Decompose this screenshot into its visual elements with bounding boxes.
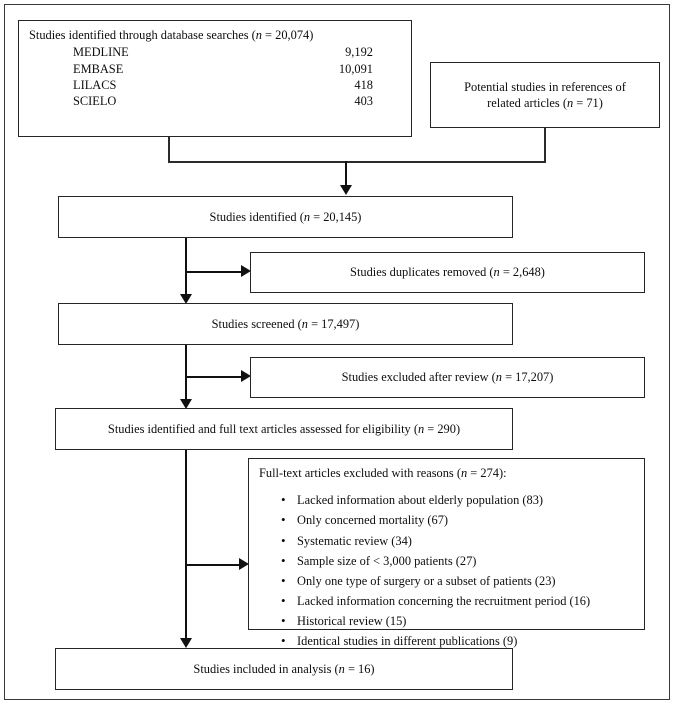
table-row: MEDLINE 9,192 [73, 44, 373, 60]
box-references-count: = 71) [573, 96, 603, 110]
connector-bracket-stem [345, 161, 347, 187]
connector-drop-right [544, 128, 546, 162]
source-counts-table: MEDLINE 9,192 EMBASE 10,091 LILACS 418 S… [73, 44, 373, 109]
box-references-line2: related articles (n = 71) [464, 95, 626, 111]
list-item: Historical review (15) [281, 610, 634, 631]
source-name: LILACS [73, 77, 117, 92]
arrow-into-eligibility [180, 399, 192, 409]
box-references-text: Potential studies in references of relat… [464, 79, 626, 112]
arrow-into-identified [340, 185, 352, 195]
arrow-into-reasons [239, 558, 249, 570]
source-count: 10,091 [338, 61, 373, 76]
arrow-into-included [180, 638, 192, 648]
box-studies-included-count: = 16) [344, 661, 375, 676]
box-duplicates-removed-count: = 2,648) [499, 265, 545, 280]
list-item: Only one type of surgery or a subset of … [281, 570, 634, 591]
box-studies-screened-text: Studies screened (n = 17,497) [212, 316, 360, 332]
box-references-line2-pre: related articles ( [487, 96, 567, 110]
n-italic: n [338, 661, 345, 676]
source-name: EMBASE [73, 61, 124, 76]
arrow-into-duplicates [241, 265, 251, 277]
box-studies-screened: Studies screened (n = 17,497) [58, 303, 513, 345]
table-row: EMBASE 10,091 [73, 61, 373, 77]
box-database-search-title-text: Studies identified through database sear… [29, 28, 256, 42]
box-studies-included-text: Studies included in analysis (n = 16) [193, 661, 374, 677]
connector-branch-duplicates [185, 271, 243, 273]
box-excluded-with-reasons-heading-pre: Full-text articles excluded with reasons… [259, 466, 461, 480]
list-item: Sample size of < 3,000 patients (27) [281, 550, 634, 571]
connector-branch-excluded-review [185, 376, 243, 378]
box-excluded-with-reasons-count: = 274): [467, 466, 507, 480]
connector-drop-left [168, 137, 170, 162]
box-duplicates-removed-pre: Studies duplicates removed ( [350, 265, 494, 280]
box-duplicates-removed-text: Studies duplicates removed (n = 2,648) [350, 264, 545, 280]
box-database-search: Studies identified through database sear… [18, 20, 412, 137]
arrow-into-excluded-review [241, 370, 251, 382]
list-item: Lacked information about elderly populat… [281, 489, 634, 510]
connector-stem-identified-to-screened [185, 238, 187, 302]
list-item: Only concerned mortality (67) [281, 509, 634, 530]
box-studies-identified: Studies identified (n = 20,145) [58, 196, 513, 238]
box-eligibility-text: Studies identified and full text article… [108, 421, 460, 437]
list-item: Identical studies in different publicati… [281, 630, 634, 651]
n-italic: n [566, 96, 574, 110]
page-frame [4, 4, 670, 700]
source-count: 418 [354, 77, 373, 92]
list-item: Lacked information concerning the recrui… [281, 590, 634, 611]
list-item: Systematic review (34) [281, 530, 634, 551]
connector-stem-eligibility-to-included [185, 450, 187, 646]
table-row: LILACS 418 [73, 77, 373, 93]
box-studies-included-pre: Studies included in analysis ( [193, 661, 339, 676]
connector-bracket-horizontal [168, 161, 546, 163]
connector-branch-reasons [185, 564, 241, 566]
box-excluded-after-review-text: Studies excluded after review (n = 17,20… [342, 369, 554, 385]
box-excluded-with-reasons: Full-text articles excluded with reasons… [248, 458, 645, 651]
box-studies-identified-count: = 20,145) [310, 209, 362, 224]
box-references-line1: Potential studies in references of [464, 79, 626, 94]
box-excluded-with-reasons-heading: Full-text articles excluded with reasons… [259, 465, 634, 481]
arrow-into-screened [180, 294, 192, 304]
box-studies-included: Studies included in analysis (n = 16) [55, 648, 513, 690]
box-excluded-after-review-count: = 17,207) [501, 370, 554, 385]
source-name: MEDLINE [73, 45, 129, 60]
box-eligibility: Studies identified and full text article… [55, 408, 513, 450]
exclusion-reasons-list: Lacked information about elderly populat… [259, 489, 634, 651]
box-excluded-after-review: Studies excluded after review (n = 17,20… [250, 357, 645, 398]
box-studies-identified-pre: Studies identified ( [209, 209, 304, 224]
n-italic: n [255, 28, 262, 42]
n-italic: n [493, 265, 500, 280]
table-row: SCIELO 403 [73, 93, 373, 109]
n-italic: n [460, 466, 468, 480]
source-name: SCIELO [73, 93, 117, 108]
box-database-search-count: = 20,074) [261, 28, 314, 42]
box-database-search-title: Studies identified through database sear… [29, 27, 401, 43]
box-eligibility-pre: Studies identified and full text article… [107, 421, 418, 436]
box-studies-screened-pre: Studies screened ( [211, 316, 302, 331]
box-duplicates-removed: Studies duplicates removed (n = 2,648) [250, 252, 645, 293]
source-count: 9,192 [345, 45, 373, 60]
box-excluded-after-review-pre: Studies excluded after review ( [341, 370, 496, 385]
n-italic: n [301, 316, 308, 331]
box-studies-identified-text: Studies identified (n = 20,145) [210, 209, 362, 225]
box-references: Potential studies in references of relat… [430, 62, 660, 128]
box-eligibility-count: = 290) [424, 421, 461, 436]
source-count: 403 [354, 93, 373, 108]
n-italic: n [303, 209, 311, 224]
n-italic: n [495, 370, 502, 385]
n-italic: n [417, 421, 425, 436]
box-studies-screened-count: = 17,497) [307, 316, 360, 331]
